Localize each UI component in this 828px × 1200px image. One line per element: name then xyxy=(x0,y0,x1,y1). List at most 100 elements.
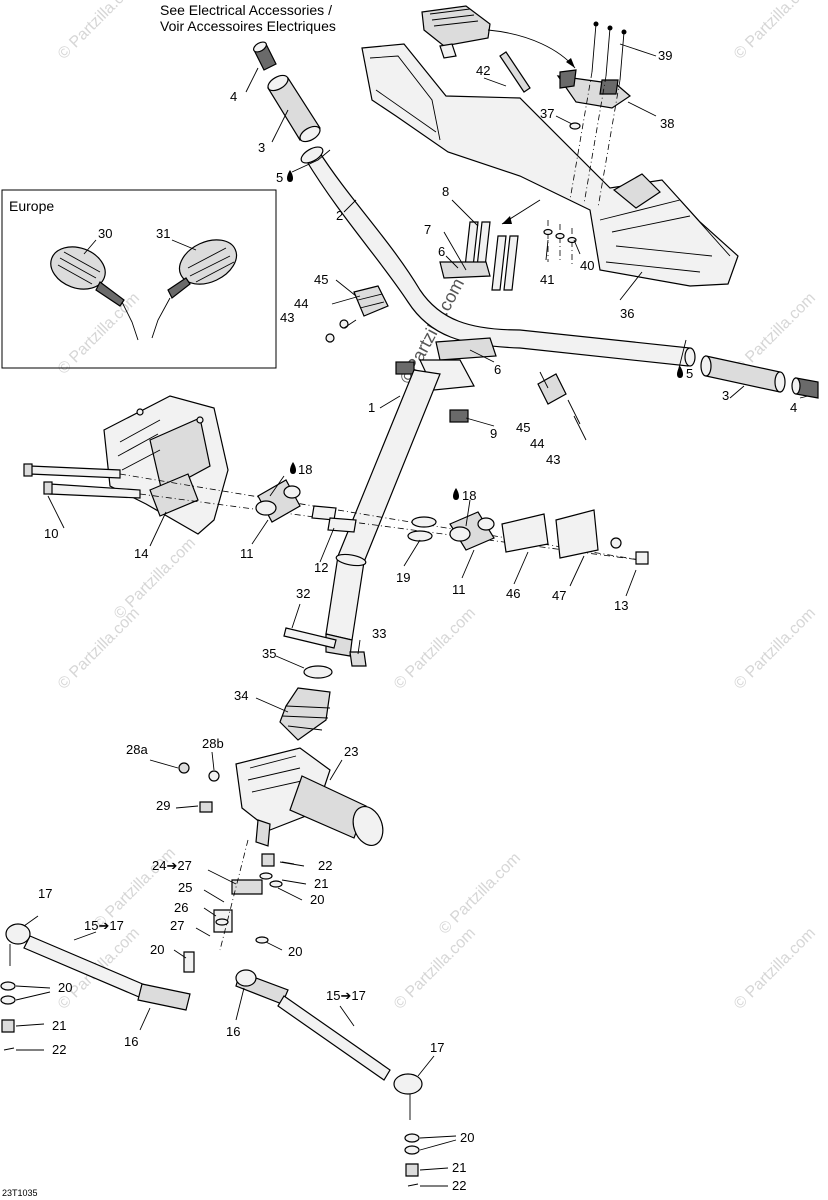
callout: 46 xyxy=(506,586,520,601)
callout: 38 xyxy=(660,116,674,131)
callout: 11 xyxy=(452,582,466,597)
washer-35 xyxy=(303,665,333,679)
handlebar xyxy=(300,146,696,367)
callout: 6 xyxy=(438,244,445,259)
steering-column xyxy=(325,369,441,657)
callout: 5 xyxy=(686,366,693,381)
callout: 6 xyxy=(494,362,501,377)
callout: 22 xyxy=(452,1178,466,1193)
callout: 1 xyxy=(368,400,375,415)
callout: 44 xyxy=(294,296,308,311)
switch-right xyxy=(537,373,587,441)
callout: 22 xyxy=(318,858,332,873)
callout: 30 xyxy=(98,226,112,241)
bolt-28a xyxy=(178,762,190,774)
oil-drop-icon xyxy=(677,366,683,378)
screws-39 xyxy=(591,21,627,81)
callout: 20 xyxy=(288,944,302,959)
callout: 27 xyxy=(170,918,184,933)
callout: 16 xyxy=(226,1024,240,1039)
callout: 11 xyxy=(240,546,254,561)
callout: 4 xyxy=(230,89,237,104)
callout: 26 xyxy=(174,900,188,915)
callout: 36 xyxy=(620,306,634,321)
watermark: © Partzilla.com xyxy=(111,535,199,623)
callout: 40 xyxy=(580,258,594,273)
callout: 32 xyxy=(296,586,310,601)
callout: 2 xyxy=(336,208,343,223)
callout: 44 xyxy=(530,436,544,451)
europe-inset-box xyxy=(1,189,277,369)
brackets-46-47 xyxy=(501,509,599,559)
callout: 20 xyxy=(460,1130,474,1145)
nut-33 xyxy=(349,651,367,667)
callout: 21 xyxy=(314,876,328,891)
electrical-accessories-fr: Voir Accessoires Electriques xyxy=(160,18,336,34)
callout: 45 xyxy=(314,272,328,287)
hardware-center xyxy=(255,853,295,944)
washer-28b xyxy=(208,770,220,782)
washer xyxy=(0,981,16,991)
callout: 34 xyxy=(234,688,248,703)
bolt-32 xyxy=(283,627,337,649)
callout: 22 xyxy=(52,1042,66,1057)
washer xyxy=(404,1145,420,1155)
callout: 20 xyxy=(310,892,324,907)
figure-code: 23T1035 xyxy=(2,1188,38,1198)
callout: 16 xyxy=(124,1034,138,1049)
callout: 5 xyxy=(276,170,283,185)
boot xyxy=(279,687,331,741)
callout: 43 xyxy=(280,310,294,325)
callout: 23 xyxy=(344,744,358,759)
electrical-accessory-icon xyxy=(421,5,491,59)
nut-13 xyxy=(635,551,649,565)
callout: 20 xyxy=(58,980,72,995)
mirror-left xyxy=(50,246,139,341)
callout: 3 xyxy=(722,388,729,403)
callout: 12 xyxy=(314,560,328,575)
tie-rod-left xyxy=(5,923,191,1011)
oil-drop-icon xyxy=(290,462,296,474)
callout: 20 xyxy=(150,942,164,957)
washer xyxy=(567,236,577,244)
leader-lines xyxy=(15,43,809,1187)
callout: 24➔27 xyxy=(152,858,192,873)
callout: 14 xyxy=(134,546,148,561)
oil-drop-icon xyxy=(287,170,293,182)
watermark: © Partzilla.com xyxy=(731,0,819,63)
steering-gearbox xyxy=(235,747,384,847)
callout: 15➔17 xyxy=(326,988,366,1003)
callout: 21 xyxy=(452,1160,466,1175)
washer xyxy=(610,537,622,549)
cover-bracket xyxy=(556,69,631,109)
lubricant-drop-icons xyxy=(287,170,683,500)
nut xyxy=(1,1019,15,1033)
callout: 43 xyxy=(546,452,560,467)
washer xyxy=(569,122,581,130)
mirror-right xyxy=(151,239,238,339)
screws-8 xyxy=(463,221,519,291)
callout: 3 xyxy=(258,140,265,155)
callout: 17 xyxy=(430,1040,444,1055)
callout: 47 xyxy=(552,588,566,603)
washer xyxy=(543,228,553,236)
watermark: © Partzilla.com xyxy=(391,925,479,1013)
callout: 18 xyxy=(298,462,312,477)
europe-inset-title: Europe xyxy=(9,198,54,214)
steering-support-plate xyxy=(103,395,229,535)
bushing-block-left xyxy=(255,479,301,523)
callout: 41 xyxy=(540,272,554,287)
callout: 28b xyxy=(202,736,224,751)
callout: 45 xyxy=(516,420,530,435)
bolts-10 xyxy=(23,463,141,499)
watermark: © Partzilla.com xyxy=(391,605,479,693)
tie-rod-right xyxy=(235,969,423,1120)
grip-right xyxy=(700,355,786,393)
callout: 25 xyxy=(178,880,192,895)
electrical-accessories-en: See Electrical Accessories / xyxy=(160,2,332,18)
callout: 15➔17 xyxy=(84,918,124,933)
watermark: © Partzilla.com xyxy=(55,290,143,378)
pitman-arm xyxy=(183,879,263,973)
callout: 39 xyxy=(658,48,672,63)
